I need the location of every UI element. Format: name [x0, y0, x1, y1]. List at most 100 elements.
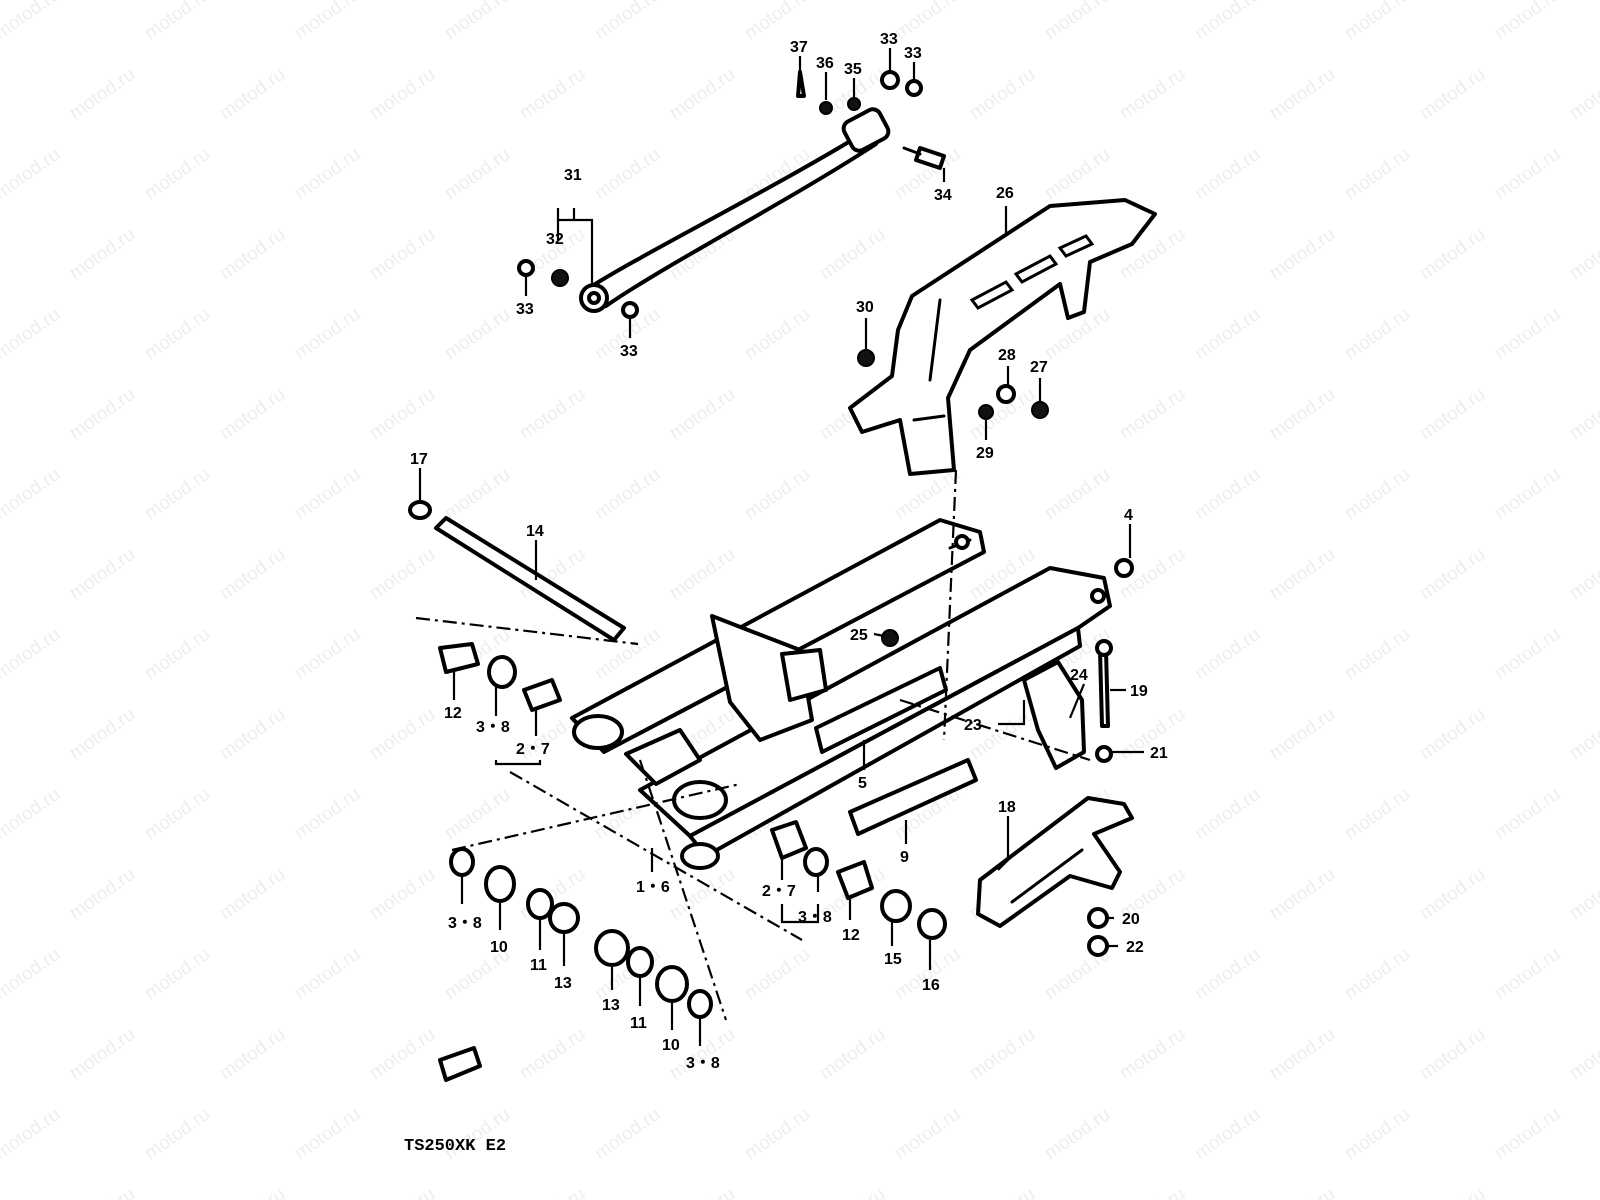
watermark-text: motod.ru [0, 1104, 64, 1164]
label-14: 14 [526, 523, 544, 540]
watermark-text: motod.ru [966, 1184, 1039, 1200]
watermark-text: motod.ru [1566, 544, 1600, 604]
label-19: 19 [1130, 683, 1148, 700]
watermark-text: motod.ru [0, 784, 64, 844]
label-9: 9 [900, 849, 909, 866]
bushings-and-seals [438, 820, 947, 1082]
label-35: 35 [844, 61, 862, 78]
label-5: 5 [858, 775, 867, 792]
model-code: TS250XK E2 [404, 1137, 506, 1156]
watermark-text: motod.ru [441, 144, 514, 204]
watermark-text: motod.ru [1491, 1104, 1564, 1164]
watermark-text: motod.ru [66, 64, 139, 124]
watermark-text: motod.ru [1416, 864, 1489, 924]
watermark-text: motod.ru [366, 224, 439, 284]
watermark-text: motod.ru [141, 624, 214, 684]
watermark-text: motod.ru [1491, 304, 1564, 364]
watermark-text: motod.ru [216, 544, 289, 604]
watermark-text: motod.ru [366, 1024, 439, 1084]
watermark-text: motod.ru [66, 544, 139, 604]
watermark-text: motod.ru [1341, 464, 1414, 524]
watermark-text: motod.ru [1041, 0, 1114, 44]
watermark-text: motod.ru [66, 224, 139, 284]
watermark-text: motod.ru [1341, 304, 1414, 364]
watermark-text: motod.ru [1341, 784, 1414, 844]
label-3-8: 3・8 [686, 1055, 720, 1072]
watermark-text: motod.ru [0, 144, 64, 204]
label-13: 13 [554, 975, 572, 992]
label-10: 10 [662, 1037, 680, 1054]
watermark-text: motod.ru [591, 0, 664, 44]
watermark-text: motod.ru [666, 1184, 739, 1200]
watermark-text: motod.ru [1491, 0, 1564, 44]
watermark-text: motod.ru [216, 1024, 289, 1084]
label-34: 34 [934, 187, 952, 204]
watermark-text: motod.ru [366, 1184, 439, 1200]
watermark-text: motod.ru [891, 944, 964, 1004]
watermark-text: motod.ru [516, 1184, 589, 1200]
watermark-text: motod.ru [1266, 384, 1339, 444]
watermark-text: motod.ru [1566, 864, 1600, 924]
watermark-text: motod.ru [1191, 464, 1264, 524]
watermark-text: motod.ru [966, 64, 1039, 124]
watermark-text: motod.ru [1491, 144, 1564, 204]
label-17: 17 [410, 451, 428, 468]
watermark-text: motod.ru [591, 464, 664, 524]
cushion-lever-assembly [848, 558, 1134, 957]
label-33: 33 [516, 301, 534, 318]
watermark-text: motod.ru [1416, 224, 1489, 284]
label-3-8: 3・8 [476, 719, 510, 736]
label-24: 24 [1070, 667, 1088, 684]
label-36: 36 [816, 55, 834, 72]
label-2-7: 2・7 [516, 741, 550, 758]
watermark-text: motod.ru [1341, 624, 1414, 684]
assembly-lines [415, 469, 1091, 1021]
watermark-text: motod.ru [291, 464, 364, 524]
watermark-text: motod.ru [1266, 544, 1339, 604]
watermark-text: motod.ru [66, 864, 139, 924]
watermark-text: motod.ru [1191, 0, 1264, 44]
watermark-text: motod.ru [1416, 64, 1489, 124]
pivot-axle-assembly [408, 500, 626, 712]
label-25: 25 [850, 627, 868, 644]
watermark-text: motod.ru [666, 544, 739, 604]
watermark-text: motod.ru [1266, 704, 1339, 764]
watermark-text: motod.ru [816, 1024, 889, 1084]
swing-arm [570, 518, 1112, 870]
watermark-text: motod.ru [1566, 224, 1600, 284]
watermark-text: motod.ru [1191, 144, 1264, 204]
watermark-text: motod.ru [366, 544, 439, 604]
watermark-text: motod.ru [141, 304, 214, 364]
label-30: 30 [856, 299, 874, 316]
watermark-text: motod.ru [666, 64, 739, 124]
label-33: 33 [880, 31, 898, 48]
watermark-text: motod.ru [1566, 64, 1600, 124]
label-4: 4 [1124, 507, 1133, 524]
watermark-text: motod.ru [1566, 704, 1600, 764]
watermark-text: motod.ru [1341, 1104, 1414, 1164]
watermark-text: motod.ru [891, 1104, 964, 1164]
watermark-text: motod.ru [741, 1104, 814, 1164]
watermark-text: motod.ru [216, 384, 289, 444]
label-16: 16 [922, 977, 940, 994]
watermark-text: motod.ru [441, 0, 514, 44]
watermark-text: motod.ru [1041, 1104, 1114, 1164]
label-31: 31 [564, 167, 582, 184]
label-13: 13 [602, 997, 620, 1014]
watermark-text: motod.ru [1116, 1024, 1189, 1084]
watermark-text: motod.ru [1266, 1024, 1339, 1084]
watermark-text: motod.ru [0, 944, 64, 1004]
watermark-text: motod.ru [1191, 1104, 1264, 1164]
label-2-7: 2・7 [762, 883, 796, 900]
watermark-text: motod.ru [516, 1024, 589, 1084]
watermark-text: motod.ru [0, 624, 64, 684]
watermark-text: motod.ru [1341, 0, 1414, 44]
watermark-text: motod.ru [291, 784, 364, 844]
label-26: 26 [996, 185, 1014, 202]
label-37: 37 [790, 39, 808, 56]
watermark-text: motod.ru [441, 464, 514, 524]
label-20: 20 [1122, 911, 1140, 928]
watermark-text: motod.ru [1266, 1184, 1339, 1200]
watermark-text: motod.ru [1191, 784, 1264, 844]
watermark-text: motod.ru [141, 944, 214, 1004]
